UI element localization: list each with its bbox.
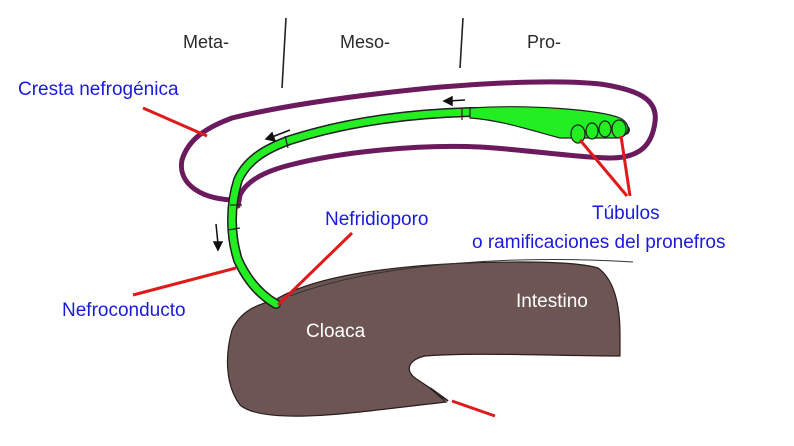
pointer-tubulo-1 xyxy=(578,139,629,197)
label-nefridioporo: Nefridioporo xyxy=(325,209,429,230)
region-label-meso: Meso- xyxy=(340,32,390,52)
label-cloaca: Cloaca xyxy=(306,321,366,342)
pointer-nefridioporo xyxy=(276,231,354,307)
label-tubulos: Túbulos xyxy=(592,203,660,224)
pointer-lines xyxy=(132,106,632,307)
cloaca-outlet xyxy=(429,387,449,402)
divider-meta-meso xyxy=(281,17,287,89)
pronephric-tubules xyxy=(570,119,627,144)
region-label-pro: Pro- xyxy=(527,32,561,52)
tubule-4 xyxy=(611,119,627,139)
nephrogenic-ridge-outline xyxy=(178,79,658,209)
pointer-tubulo-2 xyxy=(619,135,632,197)
gut-top-line xyxy=(289,259,634,297)
pointer-cresta xyxy=(142,106,208,138)
pointer-nefroconducto xyxy=(132,266,237,297)
tubule-2 xyxy=(585,122,599,140)
outlet-pointer-line xyxy=(451,399,496,418)
label-intestino: Intestino xyxy=(516,291,588,312)
tubule-3 xyxy=(598,120,612,138)
duct-segment-marks xyxy=(227,108,463,231)
label-tubulos-sub: o ramificaciones del pronefros xyxy=(472,232,725,253)
gut-cloaca-shape xyxy=(226,261,621,417)
label-nefroconducto: Nefroconducto xyxy=(62,300,186,321)
flow-arrows xyxy=(212,95,466,252)
region-label-meta: Meta- xyxy=(183,32,229,52)
label-cresta-nefrogenica: Cresta nefrogénica xyxy=(18,79,179,100)
divider-meso-pro xyxy=(459,17,464,69)
tubule-1 xyxy=(570,124,586,144)
